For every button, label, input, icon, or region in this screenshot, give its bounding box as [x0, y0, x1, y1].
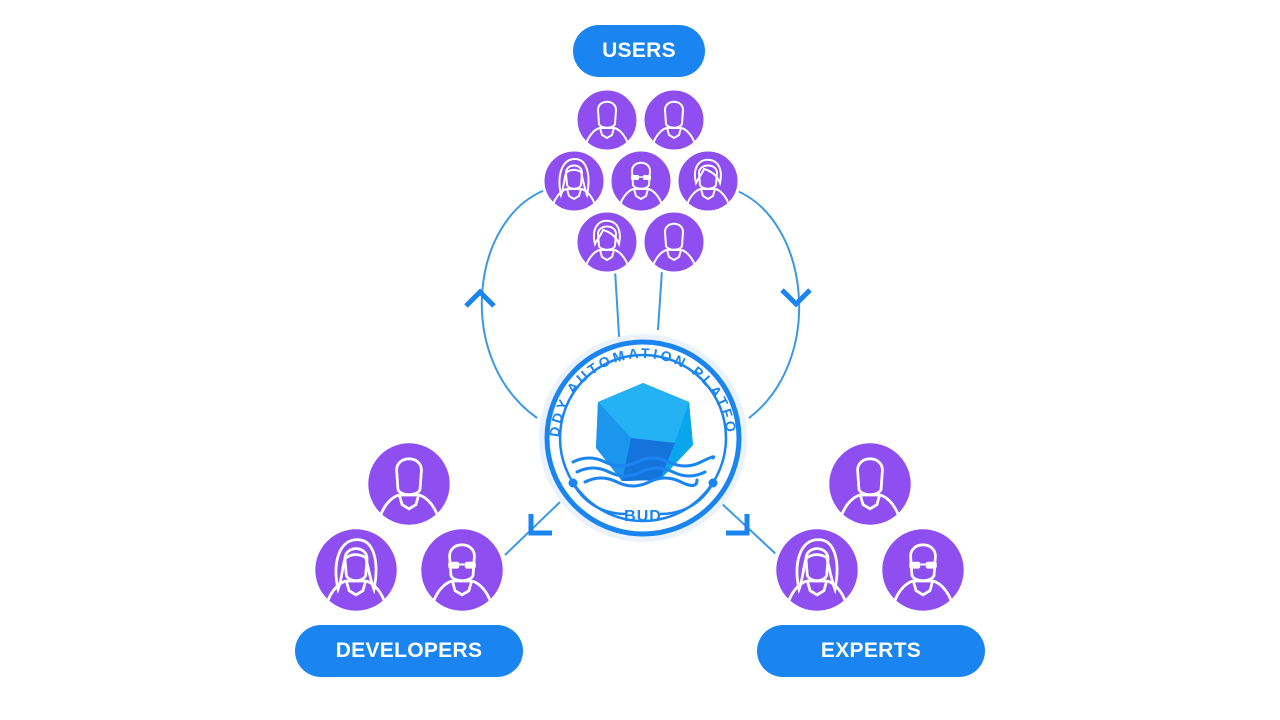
cube-logo-icon: [596, 383, 693, 481]
right-loop-connector: [734, 189, 801, 419]
users-label: USERS: [573, 25, 705, 77]
expert-avatar-right: [880, 527, 966, 613]
user-avatar-2: [643, 89, 705, 151]
experts-avatar-group: [774, 441, 966, 613]
developers-avatars-scaled: [313, 441, 505, 613]
user-avatar-5: [677, 150, 739, 212]
arrow-down-right-icon: [780, 288, 812, 308]
platform-badge-text: BUD: [624, 508, 662, 525]
experts-label: EXPERTS: [757, 625, 985, 677]
user-avatar-6: [576, 211, 638, 273]
developer-avatar-left: [313, 527, 399, 613]
arrow-up-left-icon: [464, 288, 496, 308]
user-avatar-7: [643, 211, 705, 273]
user-avatar-1: [576, 89, 638, 151]
arrow-down-right-corner-icon: [726, 514, 750, 536]
developer-avatar-top: [366, 441, 452, 527]
user-avatar-3: [543, 150, 605, 212]
user-avatar-4: [610, 150, 672, 212]
users-avatar-group: [543, 89, 739, 273]
water-waves-icon: [571, 455, 716, 488]
users-link-right: [657, 269, 663, 331]
arrow-down-left-icon: [528, 514, 552, 536]
expert-avatar-top: [827, 441, 913, 527]
developers-label: DEVELOPERS: [295, 625, 523, 677]
developer-avatar-right: [419, 527, 505, 613]
expert-avatar-left: [774, 527, 860, 613]
